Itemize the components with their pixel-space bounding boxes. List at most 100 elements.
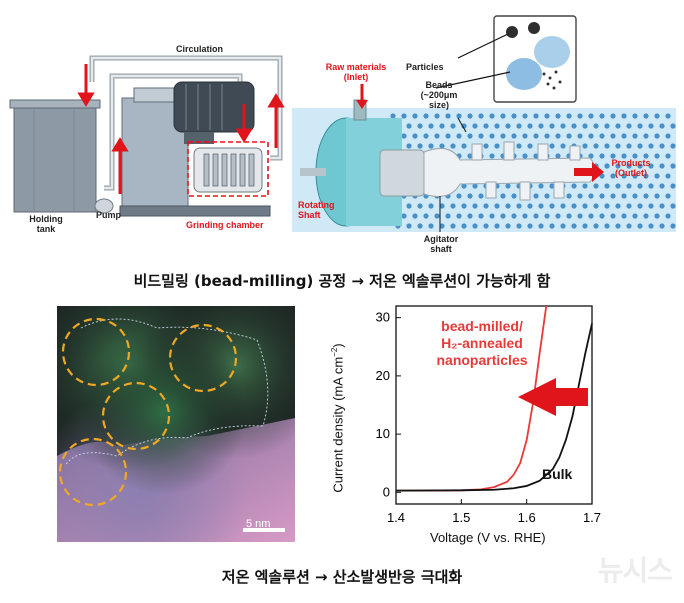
bead-dot <box>632 213 638 219</box>
bead-dot <box>461 143 467 149</box>
shift-arrow <box>518 378 588 416</box>
bead-dot <box>670 163 676 169</box>
bead-dot <box>643 213 649 219</box>
bead-dot <box>494 143 500 149</box>
bead-dot <box>445 113 451 119</box>
agitator-schematic <box>292 15 676 232</box>
bead-dot <box>566 113 572 119</box>
bead-dot <box>533 113 539 119</box>
bead-dot <box>621 113 627 119</box>
pump-label: Pump <box>96 210 122 220</box>
bead-dot <box>593 223 599 229</box>
bead-dot <box>511 113 517 119</box>
bead-dot <box>500 213 506 219</box>
beads-label: Beads (~200μm size) <box>420 80 458 110</box>
bead-dot <box>527 123 533 129</box>
bead-dot <box>423 113 429 119</box>
bead-dot <box>549 223 555 229</box>
bead-dot <box>665 213 671 219</box>
bead-dot <box>637 203 643 209</box>
bead-dot <box>670 203 676 209</box>
bead-dot <box>522 213 528 219</box>
bead-dot <box>544 193 550 199</box>
bead-dot <box>659 143 665 149</box>
bead-dot <box>533 213 539 219</box>
bead-dot <box>665 133 671 139</box>
bead-dot <box>522 133 528 139</box>
bead-dot <box>621 133 627 139</box>
bead-dot <box>615 203 621 209</box>
bead-dot <box>538 183 544 189</box>
bead-dot <box>423 133 429 139</box>
bead-dot <box>621 193 627 199</box>
bead-dot <box>654 113 660 119</box>
bead-dot <box>428 203 434 209</box>
bead-dot <box>522 153 528 159</box>
bead-dot <box>604 223 610 229</box>
bead-dot <box>489 113 495 119</box>
bead-dot <box>615 123 621 129</box>
bead-dot <box>516 143 522 149</box>
bead-dot <box>516 223 522 229</box>
stem-micrograph <box>57 306 295 542</box>
bead-dot <box>582 143 588 149</box>
series-label-bead-line3: nanoparticles <box>436 352 528 368</box>
y-tick-label: 20 <box>376 368 390 383</box>
bead-dot <box>571 203 577 209</box>
bead-dot <box>571 223 577 229</box>
bead-dot <box>599 153 605 159</box>
bead-dot <box>560 123 566 129</box>
bead-dot <box>450 203 456 209</box>
bead-dot <box>648 163 654 169</box>
particles-label: Particles <box>406 62 444 72</box>
bead-dot <box>643 153 649 159</box>
bead-dot <box>588 133 594 139</box>
bead-dot <box>577 193 583 199</box>
bead-dot <box>439 203 445 209</box>
bead-dot <box>533 193 539 199</box>
bead-dot <box>659 223 665 229</box>
bead-dot <box>472 203 478 209</box>
bead-dot <box>439 223 445 229</box>
bead-dot <box>478 133 484 139</box>
bead-dot <box>626 223 632 229</box>
bead-dot <box>467 133 473 139</box>
bead-dot <box>483 123 489 129</box>
bead-dot <box>472 183 478 189</box>
bead-dot <box>511 213 517 219</box>
bead-dot <box>505 123 511 129</box>
bead-dot <box>582 123 588 129</box>
bead-dot <box>588 113 594 119</box>
watermark: 뉴시스 <box>597 554 673 587</box>
circulation-label: Circulation <box>176 44 224 54</box>
bead-dot <box>494 223 500 229</box>
bead-dot <box>670 123 676 129</box>
bead-dot <box>450 143 456 149</box>
bead-dot <box>621 173 627 179</box>
bead-dot <box>538 123 544 129</box>
products-label: Products (Outlet) <box>611 158 651 178</box>
bead-dot <box>632 153 638 159</box>
bead-dot <box>445 133 451 139</box>
bead-dot <box>593 123 599 129</box>
bead-dot <box>505 203 511 209</box>
bead-dot <box>610 153 616 159</box>
bead-dot <box>549 203 555 209</box>
bead-dot <box>527 143 533 149</box>
bead-dot <box>566 133 572 139</box>
x-tick-label: 1.7 <box>583 510 601 525</box>
bead-dot <box>461 223 467 229</box>
bead-dot <box>533 153 539 159</box>
bead-dot <box>428 123 434 129</box>
bead-dot <box>659 123 665 129</box>
bead-dot <box>417 123 423 129</box>
bead-dot <box>582 183 588 189</box>
bead-dot <box>648 223 654 229</box>
x-tick-label: 1.6 <box>518 510 536 525</box>
bead-dot <box>643 133 649 139</box>
bead-dot <box>626 203 632 209</box>
bead-dot <box>516 203 522 209</box>
bead-dot <box>599 193 605 199</box>
bead-dot <box>527 223 533 229</box>
